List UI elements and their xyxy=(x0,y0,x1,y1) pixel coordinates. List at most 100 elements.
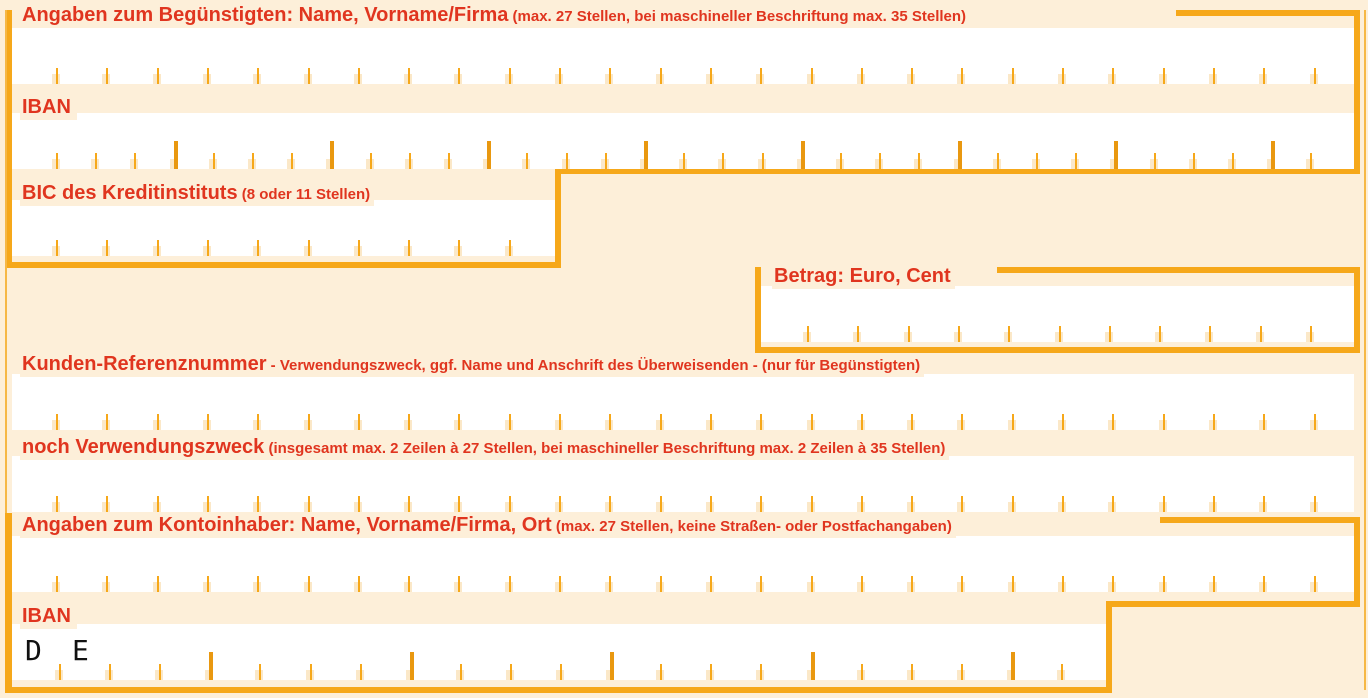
char-separator xyxy=(1114,141,1119,169)
char-separator xyxy=(458,496,461,512)
char-separator xyxy=(957,326,960,342)
betrag-border-bottom xyxy=(755,347,1360,353)
betrag-border-right xyxy=(1354,267,1360,353)
iban-prefilled-char-2: E xyxy=(72,634,89,667)
char-separator xyxy=(134,153,137,169)
char-separator xyxy=(1153,153,1156,169)
kontoinhaber-label: Angaben zum Kontoinhaber: Name, Vorname/… xyxy=(20,514,956,538)
bic-field[interactable] xyxy=(12,200,555,256)
char-separator xyxy=(960,664,963,680)
char-separator xyxy=(156,496,159,512)
char-separator xyxy=(307,68,310,84)
char-separator xyxy=(1075,153,1078,169)
char-separator xyxy=(810,652,815,680)
char-separator xyxy=(709,496,712,512)
kontoinhaber-title-mid: Name, Vorname/Firma, Ort xyxy=(295,514,552,536)
char-separator xyxy=(458,240,461,256)
iban-kontoinhaber-label: IBAN xyxy=(20,605,77,629)
char-separator xyxy=(508,414,511,430)
char-separator xyxy=(56,496,58,512)
char-separator xyxy=(559,68,561,84)
char-separator xyxy=(609,576,612,592)
char-separator xyxy=(408,68,411,84)
char-separator xyxy=(609,414,612,430)
char-separator xyxy=(59,664,61,680)
char-separator xyxy=(408,414,411,430)
char-separator xyxy=(910,664,913,680)
char-separator xyxy=(1263,496,1266,512)
char-separator xyxy=(911,576,914,592)
char-separator xyxy=(307,240,310,256)
char-separator xyxy=(458,576,461,592)
char-separator xyxy=(252,153,254,169)
char-separator xyxy=(56,68,58,84)
char-separator xyxy=(56,240,58,256)
iban-beguenstigter-field[interactable] xyxy=(12,113,1354,169)
char-separator xyxy=(810,496,813,512)
beguenstigter-name-field[interactable] xyxy=(12,28,1354,84)
char-separator xyxy=(1212,68,1215,84)
char-separator xyxy=(56,414,58,430)
char-separator xyxy=(1212,576,1215,592)
char-separator xyxy=(109,664,112,680)
char-separator xyxy=(559,414,561,430)
char-separator xyxy=(559,496,561,512)
iban-kontoinhaber-field[interactable] xyxy=(12,624,1106,680)
char-separator xyxy=(307,414,310,430)
char-separator xyxy=(918,153,921,169)
betrag-field[interactable] xyxy=(761,286,1354,342)
kontoinhaber-name-field[interactable] xyxy=(12,536,1354,592)
char-separator xyxy=(604,153,607,169)
char-separator xyxy=(659,68,662,84)
char-separator xyxy=(508,68,511,84)
char-separator xyxy=(156,68,159,84)
char-separator xyxy=(508,576,511,592)
char-separator xyxy=(357,414,360,430)
char-separator xyxy=(1011,576,1014,592)
char-separator xyxy=(1011,68,1014,84)
char-separator xyxy=(857,326,860,342)
form-thin-frame-left xyxy=(5,10,7,690)
char-separator xyxy=(1011,496,1014,512)
char-separator xyxy=(660,664,663,680)
char-separator xyxy=(760,496,763,512)
char-separator xyxy=(209,652,214,680)
char-separator xyxy=(459,664,462,680)
referenz-title-mid: Kunden-Referenznummer xyxy=(22,353,267,375)
char-separator xyxy=(644,141,648,169)
char-separator xyxy=(357,496,360,512)
char-separator xyxy=(879,153,882,169)
char-separator xyxy=(860,496,863,512)
referenz-field[interactable] xyxy=(12,374,1354,430)
char-separator xyxy=(560,664,562,680)
char-separator xyxy=(106,414,109,430)
char-separator xyxy=(159,664,162,680)
char-separator xyxy=(359,664,362,680)
char-separator xyxy=(1010,652,1015,680)
char-separator xyxy=(840,153,842,169)
char-separator xyxy=(1036,153,1038,169)
char-separator xyxy=(610,652,615,680)
char-separator xyxy=(206,240,209,256)
char-separator xyxy=(810,576,813,592)
char-separator xyxy=(1212,414,1215,430)
referenz-label: Kunden-Referenznummer - Verwendungszweck… xyxy=(20,353,925,377)
iban-kontoinhaber-label-text: IBAN xyxy=(22,605,71,627)
betrag-border-left xyxy=(755,267,761,353)
char-separator xyxy=(683,153,686,169)
bic-title-small: (8 oder 11 Stellen) xyxy=(237,186,371,203)
char-separator xyxy=(810,68,813,84)
char-separator xyxy=(911,414,914,430)
char-separator xyxy=(257,240,260,256)
char-separator xyxy=(156,414,159,430)
beguenstigter-border-left xyxy=(5,10,12,268)
char-separator xyxy=(1112,414,1115,430)
char-separator xyxy=(1159,326,1162,342)
verwendung-field[interactable] xyxy=(12,456,1354,512)
char-separator xyxy=(1259,326,1262,342)
verwendung-title-small: (insgesamt max. 2 Zeilen à 27 Stellen, b… xyxy=(264,440,946,457)
betrag-border-top xyxy=(997,267,1360,273)
char-separator xyxy=(408,153,411,169)
char-separator xyxy=(1112,68,1115,84)
char-separator xyxy=(1162,576,1165,592)
